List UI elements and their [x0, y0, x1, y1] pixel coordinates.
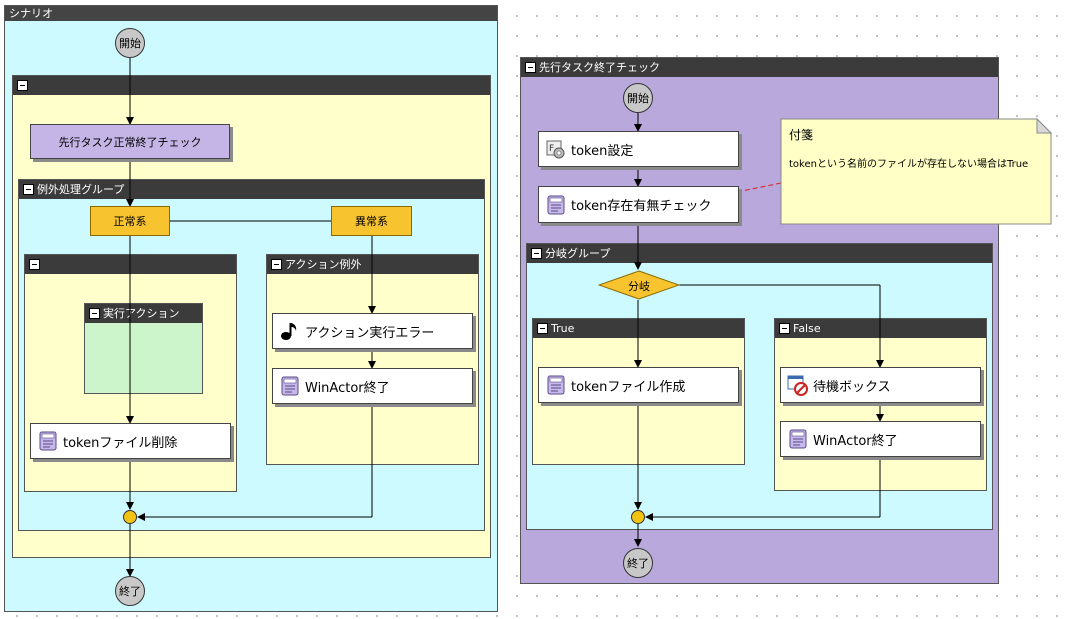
sticky-note[interactable]: 付箋 tokenという名前のファイルが存在しない場合はTrue — [780, 118, 1052, 225]
collapse-icon[interactable] — [525, 61, 536, 73]
start-label: 開始 — [119, 37, 141, 50]
script-icon — [281, 376, 299, 396]
exec-action-group-title: 実行アクション — [103, 307, 180, 320]
sticky-note-text: tokenという名前のファイルが存在しない場合はTrue — [789, 159, 1029, 170]
collapse-icon[interactable] — [23, 183, 34, 195]
precheck-subroutine-node[interactable]: 先行タスク正常終了チェック — [30, 124, 230, 159]
action-exception-group-title: アクション例外 — [285, 258, 362, 271]
branch-diamond[interactable]: 分岐 — [598, 270, 680, 300]
winactor-exit-node[interactable]: WinActor終了 — [780, 421, 981, 457]
exception-group-titlebar: 例外処理グループ — [19, 180, 484, 199]
branch-group-titlebar: 分岐グループ — [527, 244, 992, 263]
normal-label: 正常系 — [113, 215, 147, 228]
wait-box-node[interactable]: 待機ボックス — [780, 367, 981, 403]
token-delete-label: tokenファイル削除 — [63, 435, 178, 451]
subroutine-titlebar: 先行タスク終了チェック — [521, 58, 998, 77]
start-node[interactable]: 開始 — [115, 28, 145, 58]
start-label: 開始 — [627, 92, 649, 105]
end-node[interactable]: 終了 — [623, 548, 653, 578]
winactor-exit-node[interactable]: WinActor終了 — [272, 368, 473, 404]
collapse-icon[interactable] — [779, 322, 790, 334]
abnormal-branch[interactable]: 異常系 — [331, 206, 412, 236]
diamond-shape — [598, 270, 680, 300]
token-create-node[interactable]: tokenファイル作成 — [538, 367, 739, 403]
variable-set-icon: F — [546, 140, 565, 159]
abnormal-label: 異常系 — [355, 215, 388, 228]
collapse-icon[interactable] — [29, 258, 40, 270]
precheck-label: 先行タスク正常終了チェック — [58, 135, 202, 149]
sticky-note-title: 付箋 — [789, 128, 814, 142]
end-label: 終了 — [119, 585, 141, 598]
token-delete-node[interactable]: tokenファイル削除 — [30, 423, 231, 459]
start-node[interactable]: 開始 — [623, 83, 653, 113]
svg-text:F: F — [549, 144, 554, 154]
end-label: 終了 — [627, 557, 649, 570]
script-icon — [39, 431, 57, 451]
token-set-label: token設定 — [571, 143, 634, 159]
sticky-note-shape — [780, 118, 1052, 225]
winactor-exit-label: WinActor終了 — [813, 433, 898, 449]
wait-box-label: 待機ボックス — [813, 379, 891, 395]
action-error-label: アクション実行エラー — [305, 325, 435, 341]
collapse-icon[interactable] — [537, 322, 548, 334]
exec-action-group-titlebar: 実行アクション — [85, 304, 202, 323]
end-node[interactable]: 終了 — [115, 576, 145, 606]
collapse-icon[interactable] — [531, 247, 542, 259]
collapse-icon[interactable] — [17, 79, 28, 91]
true-group-title: True — [551, 322, 575, 335]
script-icon — [547, 195, 565, 214]
exec-action-group[interactable]: 実行アクション — [84, 303, 203, 394]
script-icon — [547, 375, 565, 395]
merge-joint — [631, 510, 645, 524]
outer-group-titlebar — [13, 76, 490, 95]
exception-group-title: 例外処理グループ — [37, 183, 125, 196]
subroutine-title: 先行タスク終了チェック — [539, 61, 660, 74]
action-error-node[interactable]: アクション実行エラー — [272, 313, 473, 349]
scenario-title: シナリオ — [5, 6, 497, 21]
winactor-exit-label: WinActor終了 — [305, 380, 390, 396]
normal-branch[interactable]: 正常系 — [90, 206, 170, 236]
token-set-node[interactable]: F token設定 — [538, 131, 739, 167]
false-group-title: False — [793, 322, 821, 335]
branch-label: 分岐 — [628, 280, 650, 293]
token-create-label: tokenファイル作成 — [571, 379, 686, 395]
branch-group-title: 分岐グループ — [545, 247, 611, 260]
collapse-icon[interactable] — [271, 258, 282, 270]
music-note-icon — [281, 323, 297, 340]
token-check-node[interactable]: token存在有無チェック — [538, 186, 739, 223]
collapse-icon[interactable] — [89, 307, 100, 319]
script-icon — [789, 429, 807, 449]
token-check-label: token存在有無チェック — [571, 199, 712, 214]
merge-joint — [123, 510, 137, 524]
wait-box-icon — [787, 375, 808, 396]
